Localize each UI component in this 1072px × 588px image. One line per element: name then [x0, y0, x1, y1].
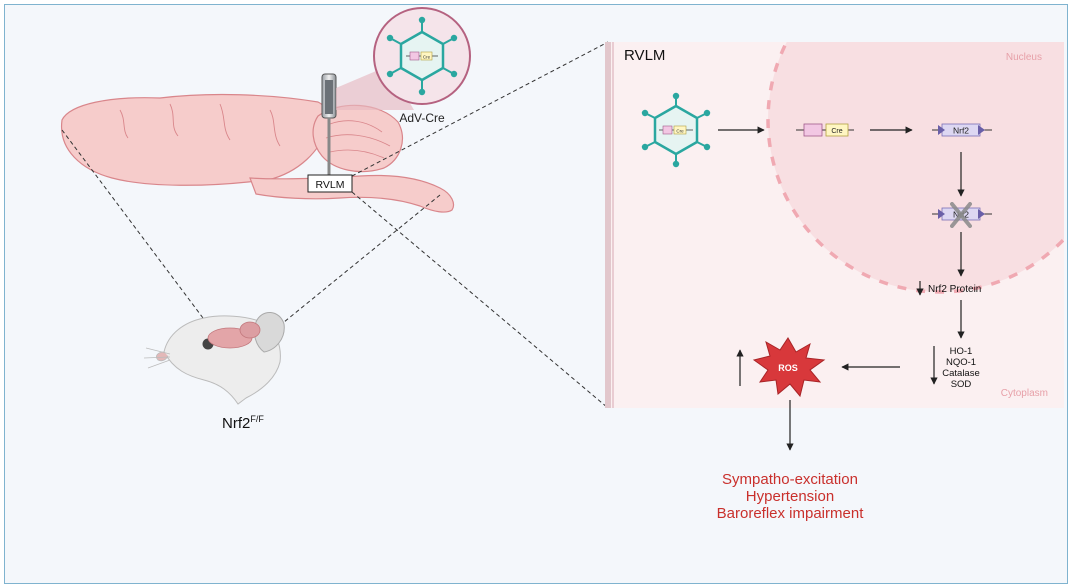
deletion-cross-icon: [950, 202, 972, 228]
rvlm-region-label: RVLM: [316, 179, 345, 191]
enzyme-sod: SOD: [951, 379, 972, 390]
virus-icon: Cre: [641, 92, 711, 168]
cre-label-small: Cre: [423, 54, 431, 59]
outcome-sympatho-excitation: Sympatho-excitation: [722, 471, 858, 488]
nrf2-protein-label: Nrf2 Protein: [928, 284, 981, 295]
nrf2-gene: [932, 123, 992, 137]
enzyme-catalase: Catalase: [942, 368, 980, 379]
ros-burst-icon: [752, 337, 826, 398]
rvlm-region-box: [307, 174, 353, 193]
panel-title: RVLM: [624, 47, 665, 64]
cre-label-virus: Cre: [676, 128, 684, 133]
enzyme-nqo1: NQO-1: [946, 357, 976, 368]
vector-label: AdV-Cre: [399, 111, 445, 125]
outcome-baroreflex-impairment: Baroreflex impairment: [717, 505, 865, 522]
cytoplasm-label: Cytoplasm: [1001, 388, 1048, 399]
cre-construct: [796, 123, 854, 137]
enzyme-ho1: HO-1: [950, 346, 973, 357]
nucleus-region: [766, 42, 1064, 294]
nrf2-gene-label: Nrf2: [953, 126, 969, 136]
virus-icon-small: Cre: [386, 16, 458, 96]
zoom-guide-lines: [61, 41, 609, 409]
mouse-illustration: [143, 312, 285, 405]
brain-illustration: [61, 93, 455, 213]
cre-construct-label: Cre: [831, 128, 842, 135]
outcome-hypertension: Hypertension: [746, 488, 834, 505]
mouse-genotype-label: Nrf2F/F: [222, 414, 264, 432]
nucleus-label: Nucleus: [1006, 52, 1042, 63]
ros-label: ROS: [778, 363, 798, 373]
